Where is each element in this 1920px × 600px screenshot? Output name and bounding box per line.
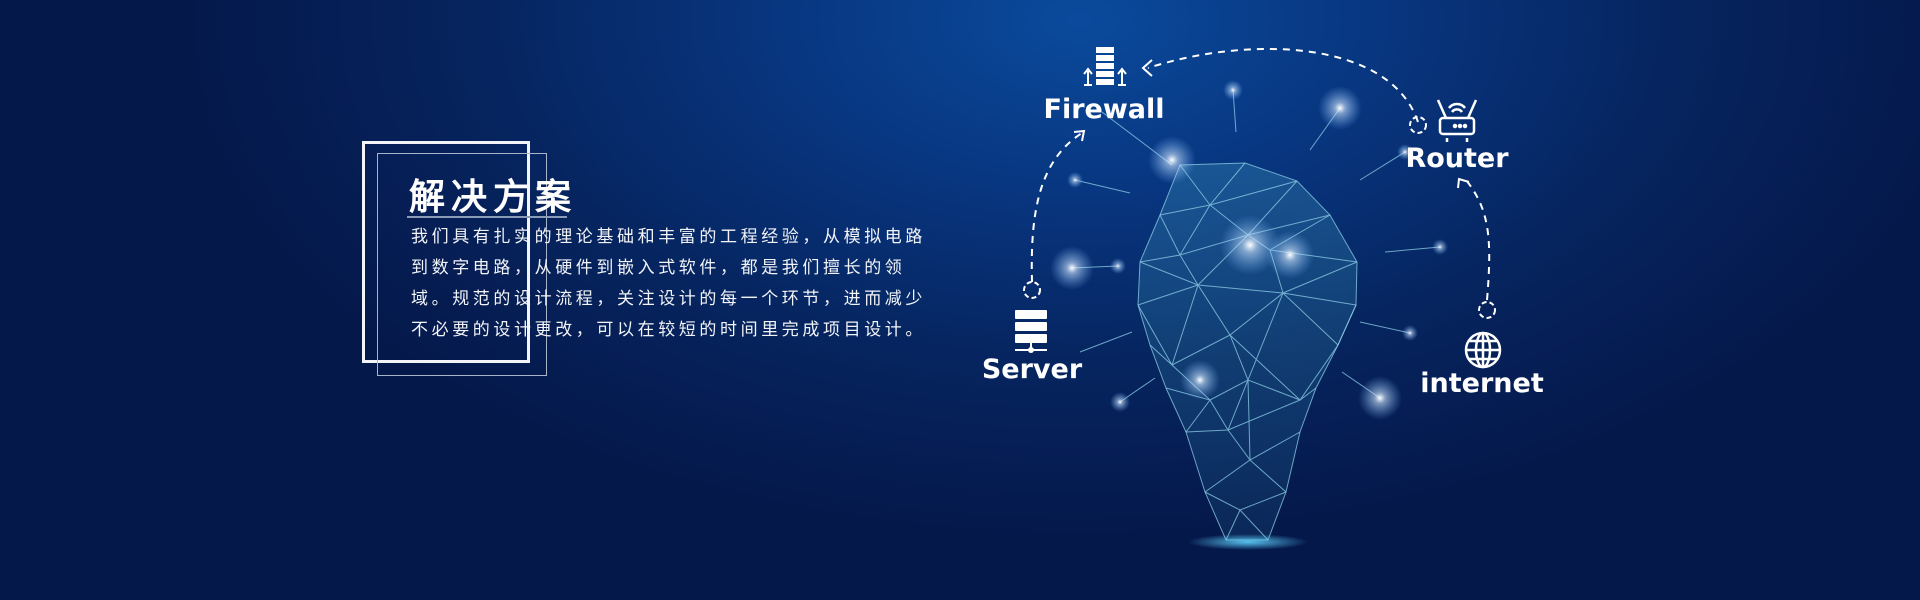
router-icon: [1436, 99, 1478, 142]
glow-points: [1050, 80, 1448, 550]
internet-label: internet: [1420, 368, 1544, 399]
decorative-frame-inner: [377, 153, 547, 376]
lightbulb-mesh: [1071, 89, 1441, 541]
section-title: 解决方案: [409, 177, 578, 218]
server-label: Server: [981, 354, 1083, 385]
router-label: Router: [1405, 143, 1509, 174]
title-divider: [407, 216, 567, 218]
firewall-icon: [1083, 47, 1127, 86]
decorative-frame-outer: [362, 141, 530, 363]
server-icon: [1015, 310, 1047, 353]
firewall-label: Firewall: [1043, 94, 1165, 125]
globe-icon: [1464, 331, 1502, 369]
dashed-connection-arrows: [1030, 47, 1491, 301]
section-description: 我们具有扎实的理论基础和丰富的工程经验，从模拟电路到数字电路，从硬件到嵌入式软件…: [411, 227, 926, 340]
